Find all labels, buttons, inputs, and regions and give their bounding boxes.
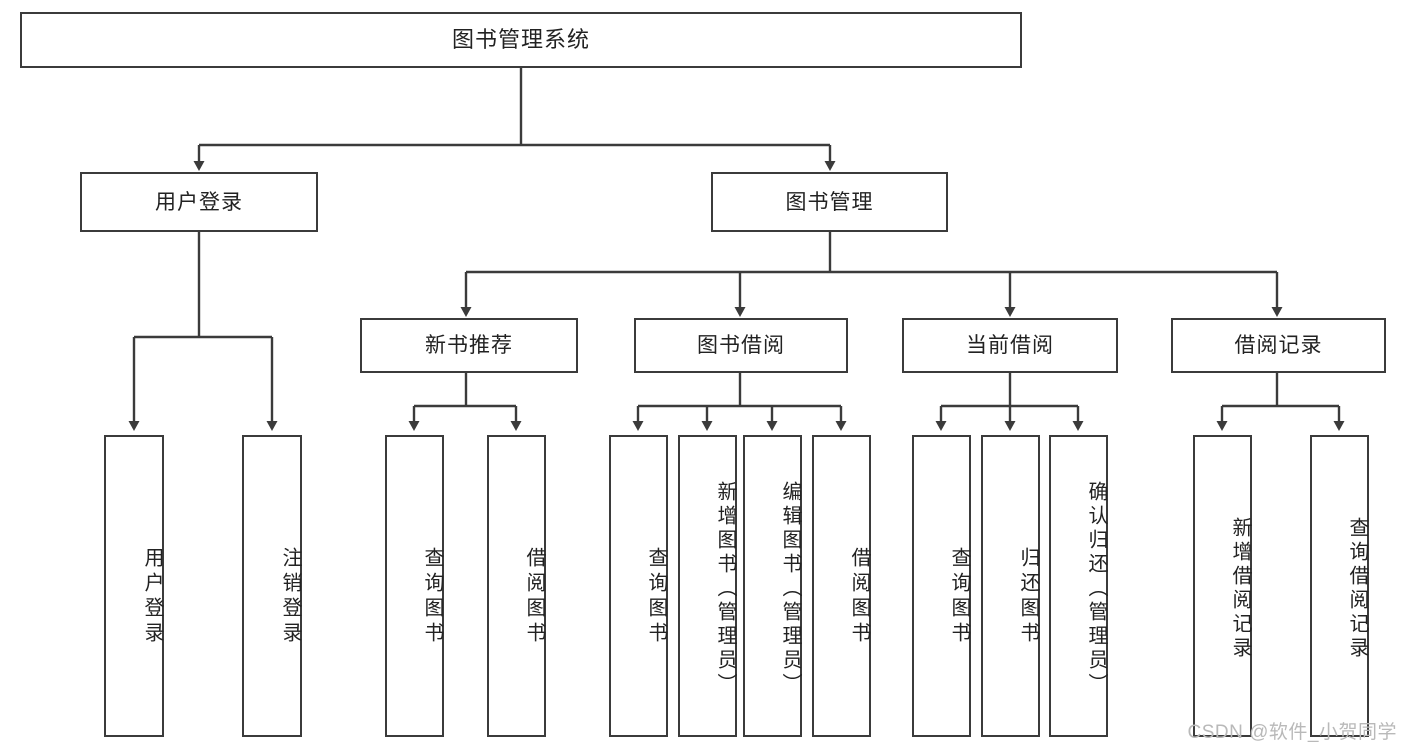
leaf-new-book-borrow-book[interactable]: 借阅图书	[487, 435, 546, 737]
node-label: 图书管理	[785, 190, 874, 214]
node-label: 新书推荐	[425, 334, 513, 357]
leaf-current-borrow-query-book[interactable]: 查询图书	[912, 435, 971, 737]
node-label: 新增借阅记录	[1229, 517, 1251, 661]
node-label: 当前借阅	[966, 334, 1054, 357]
leaf-user-login-logout[interactable]: 注销登录	[242, 435, 302, 737]
node-label: 归还图书	[1017, 547, 1039, 647]
node-new-book-recommend[interactable]: 新书推荐	[360, 318, 578, 373]
leaf-book-borrow-edit-book-admin[interactable]: 编辑图书（管理员）	[743, 435, 802, 737]
leaf-new-book-query-book[interactable]: 查询图书	[385, 435, 444, 737]
node-label: 确认归还（管理员）	[1085, 481, 1107, 697]
node-label: 借阅记录	[1234, 334, 1323, 357]
node-book-management[interactable]: 图书管理	[711, 172, 948, 232]
node-label: 注销登录	[279, 547, 301, 647]
node-label: 查询借阅记录	[1346, 517, 1368, 661]
node-current-borrow[interactable]: 当前借阅	[902, 318, 1118, 373]
node-label: 编辑图书（管理员）	[779, 481, 801, 697]
leaf-borrow-record-query-record[interactable]: 查询借阅记录	[1310, 435, 1369, 737]
node-user-login[interactable]: 用户登录	[80, 172, 318, 232]
node-label: 借阅图书	[848, 547, 870, 647]
node-root-book-management-system[interactable]: 图书管理系统	[20, 12, 1022, 68]
node-label: 用户登录	[155, 190, 243, 214]
node-label: 查询图书	[421, 547, 443, 647]
node-label: 图书管理系统	[451, 27, 590, 52]
node-label: 新增图书（管理员）	[714, 481, 736, 697]
node-borrow-record[interactable]: 借阅记录	[1171, 318, 1386, 373]
leaf-book-borrow-add-book-admin[interactable]: 新增图书（管理员）	[678, 435, 737, 737]
node-book-borrow[interactable]: 图书借阅	[634, 318, 848, 373]
leaf-borrow-record-add-record[interactable]: 新增借阅记录	[1193, 435, 1252, 737]
leaf-current-borrow-return-book[interactable]: 归还图书	[981, 435, 1040, 737]
leaf-book-borrow-query-book[interactable]: 查询图书	[609, 435, 668, 737]
node-label: 图书借阅	[697, 334, 785, 357]
leaf-user-login-login[interactable]: 用户登录	[104, 435, 164, 737]
node-label: 借阅图书	[523, 547, 545, 647]
node-label: 查询图书	[948, 547, 970, 647]
leaf-current-borrow-confirm-return-admin[interactable]: 确认归还（管理员）	[1049, 435, 1108, 737]
node-label: 查询图书	[645, 547, 667, 647]
csdn-watermark: CSDN @软件_小贺同学	[1187, 722, 1397, 743]
leaf-book-borrow-borrow-book[interactable]: 借阅图书	[812, 435, 871, 737]
node-label: 用户登录	[141, 547, 163, 647]
